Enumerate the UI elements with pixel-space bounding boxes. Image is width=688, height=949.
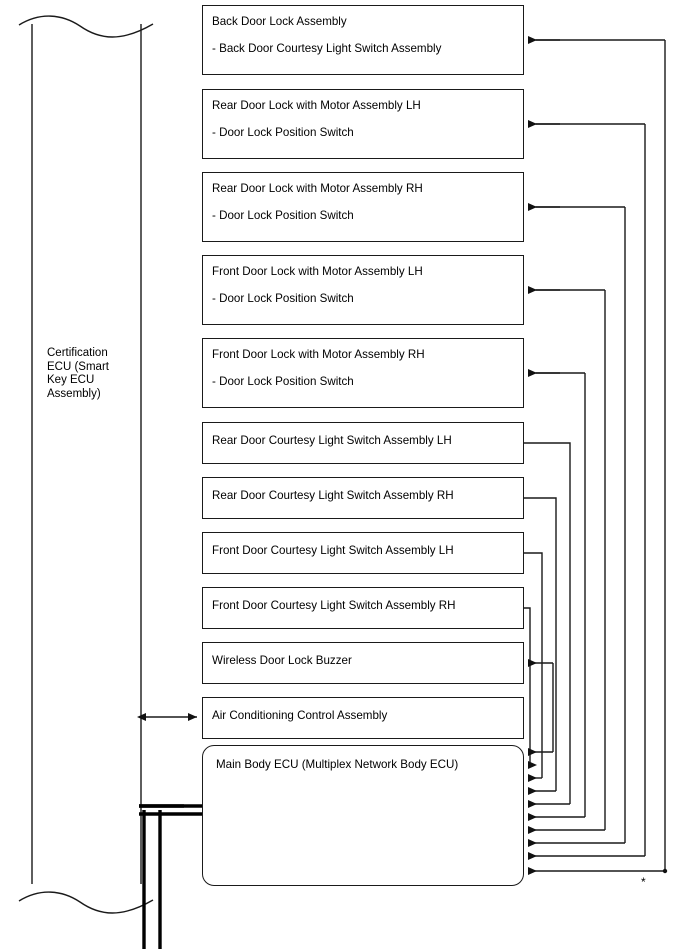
component-box-subitem: - Back Door Courtesy Light Switch Assemb… xyxy=(212,42,442,55)
component-box-front-door-courtesy-light-lh[interactable]: Front Door Courtesy Light Switch Assembl… xyxy=(202,532,524,574)
component-box-main-body-ecu[interactable]: Main Body ECU (Multiplex Network Body EC… xyxy=(202,745,524,886)
return-rail-rear-courtesy-lh xyxy=(524,442,571,804)
component-box-title: Front Door Lock with Motor Assembly RH xyxy=(212,348,425,361)
component-box-rear-door-lock-motor-lh[interactable]: Rear Door Lock with Motor Assembly LH - D… xyxy=(202,89,524,159)
component-box-title: Rear Door Lock with Motor Assembly LH xyxy=(212,99,421,112)
component-box-rear-door-courtesy-light-lh[interactable]: Rear Door Courtesy Light Switch Assembly… xyxy=(202,422,524,464)
component-box-front-door-lock-motor-lh[interactable]: Front Door Lock with Motor Assembly LH - … xyxy=(202,255,524,325)
component-box-title: Rear Door Lock with Motor Assembly RH xyxy=(212,182,423,195)
return-rail-front-courtesy-lh xyxy=(524,552,543,778)
ecu-column-break-top xyxy=(18,15,154,38)
component-box-rear-door-lock-motor-rh[interactable]: Rear Door Lock with Motor Assembly RH - … xyxy=(202,172,524,242)
component-box-subitem: - Door Lock Position Switch xyxy=(212,375,354,388)
component-box-front-door-courtesy-light-rh[interactable]: Front Door Courtesy Light Switch Assembl… xyxy=(202,587,524,629)
component-box-air-conditioning-control-assembly[interactable]: Air Conditioning Control Assembly xyxy=(202,697,524,739)
return-rail-front-courtesy-rh xyxy=(524,607,531,765)
junction-dot xyxy=(662,868,668,874)
power-back-door-asterisk: * xyxy=(641,875,646,889)
component-box-subitem: - Door Lock Position Switch xyxy=(212,209,354,222)
component-box-rear-door-courtesy-light-rh[interactable]: Rear Door Courtesy Light Switch Assembly… xyxy=(202,477,524,519)
component-box-back-door-lock-assembly[interactable]: Back Door Lock Assembly - Back Door Court… xyxy=(202,5,524,75)
component-box-title: Main Body ECU (Multiplex Network Body EC… xyxy=(216,758,459,771)
legend: : CAN Communication Line *: w/ Power Bac… xyxy=(0,906,688,949)
component-box-title: Wireless Door Lock Buzzer xyxy=(212,654,352,667)
component-box-title: Air Conditioning Control Assembly xyxy=(212,709,388,722)
component-box-title: Front Door Courtesy Light Switch Assembl… xyxy=(212,599,456,612)
component-box-subitem: - Door Lock Position Switch xyxy=(212,292,354,305)
component-box-wireless-door-lock-buzzer[interactable]: Wireless Door Lock Buzzer xyxy=(202,642,524,684)
certification-ecu-label: Certification ECU (Smart Key ECU Assembl… xyxy=(47,347,109,400)
component-box-title: Front Door Courtesy Light Switch Assembl… xyxy=(212,544,454,557)
component-box-title: Rear Door Courtesy Light Switch Assembly… xyxy=(212,434,452,447)
component-box-subitem: - Door Lock Position Switch xyxy=(212,126,354,139)
component-box-title: Back Door Lock Assembly xyxy=(212,15,347,28)
return-rail-rear-courtesy-rh xyxy=(524,497,557,791)
component-box-front-door-lock-motor-rh[interactable]: Front Door Lock with Motor Assembly RH -… xyxy=(202,338,524,408)
component-box-title: Front Door Lock with Motor Assembly LH xyxy=(212,265,423,278)
component-box-title: Rear Door Courtesy Light Switch Assembly… xyxy=(212,489,454,502)
